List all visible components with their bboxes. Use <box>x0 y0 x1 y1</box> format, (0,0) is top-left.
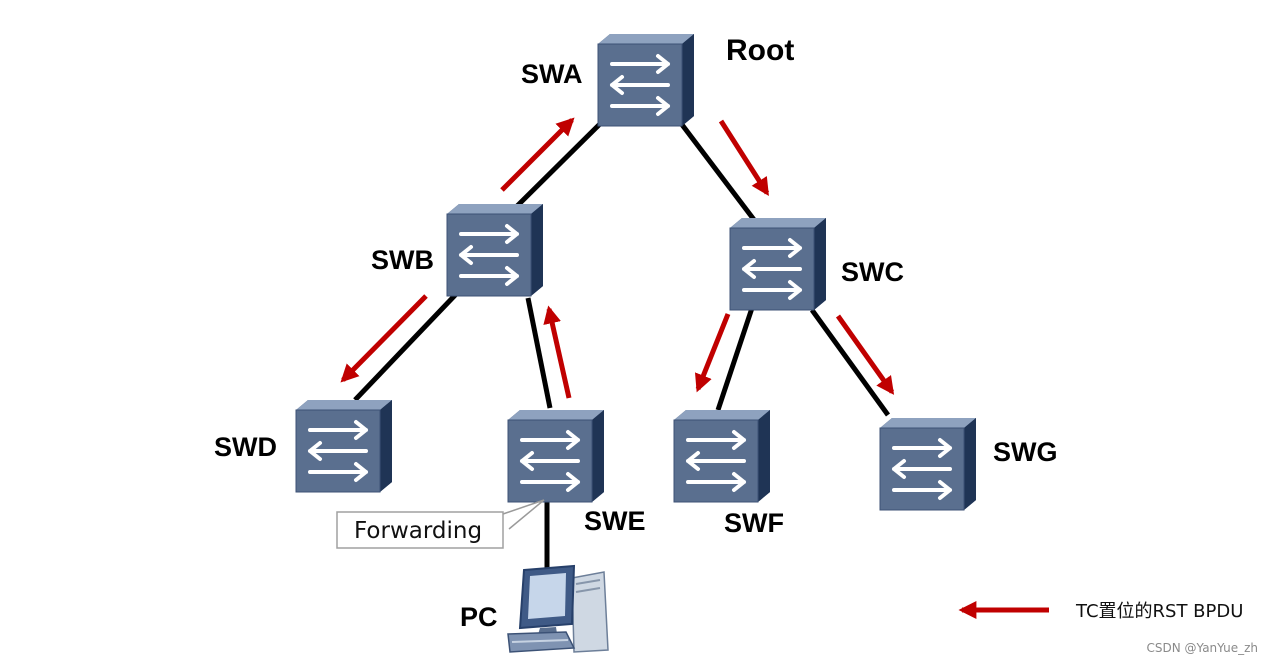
watermark: CSDN @YanYue_zh <box>1146 641 1258 655</box>
label-root: Root <box>726 34 794 67</box>
switch-swg <box>878 416 978 512</box>
label-swa: SWA <box>521 59 583 89</box>
label-pc: PC <box>460 602 498 632</box>
switch-icon <box>878 416 978 512</box>
switch-swb <box>445 202 545 298</box>
pc-icon <box>507 564 609 653</box>
tc-arrow-swc-to-swg <box>835 314 895 395</box>
switch-icon <box>506 408 606 504</box>
links <box>353 110 891 572</box>
label-swg: SWG <box>993 437 1058 467</box>
tc-arrow-swb-to-swa <box>500 117 575 192</box>
tc-arrow-swa-to-swc <box>718 119 770 197</box>
label-swd: SWD <box>214 432 277 462</box>
legend: TC置位的RST BPDU <box>958 601 1243 622</box>
link-swb-swd <box>353 288 462 402</box>
label-swc: SWC <box>841 257 904 287</box>
callout-text: Forwarding <box>354 518 482 544</box>
switch-swc <box>728 216 828 312</box>
link-swa-swc <box>678 120 760 227</box>
label-swf: SWF <box>724 508 784 538</box>
tc-arrow-swe-to-swb <box>543 305 572 399</box>
link-swc-swg <box>809 308 891 417</box>
link-swa-swb <box>503 110 614 220</box>
switch-swf <box>672 408 772 504</box>
tc-arrows <box>340 117 895 399</box>
switch-swe <box>506 408 606 504</box>
link-swc-swf <box>715 307 755 411</box>
tc-arrow-swb-to-swd <box>340 294 428 383</box>
switch-swa <box>596 32 696 128</box>
switch-icon <box>445 202 545 298</box>
switch-icon <box>596 32 696 128</box>
tc-arrow-swc-to-swf <box>694 313 731 393</box>
label-swb: SWB <box>371 245 434 275</box>
link-swb-swe <box>525 297 553 409</box>
legend-label: TC置位的RST BPDU <box>1075 601 1243 622</box>
switch-icon <box>294 398 394 494</box>
forwarding-callout: Forwarding <box>336 499 545 549</box>
switch-icon <box>672 408 772 504</box>
switch-icon <box>728 216 828 312</box>
label-swe: SWE <box>584 506 646 536</box>
switch-swd <box>294 398 394 494</box>
